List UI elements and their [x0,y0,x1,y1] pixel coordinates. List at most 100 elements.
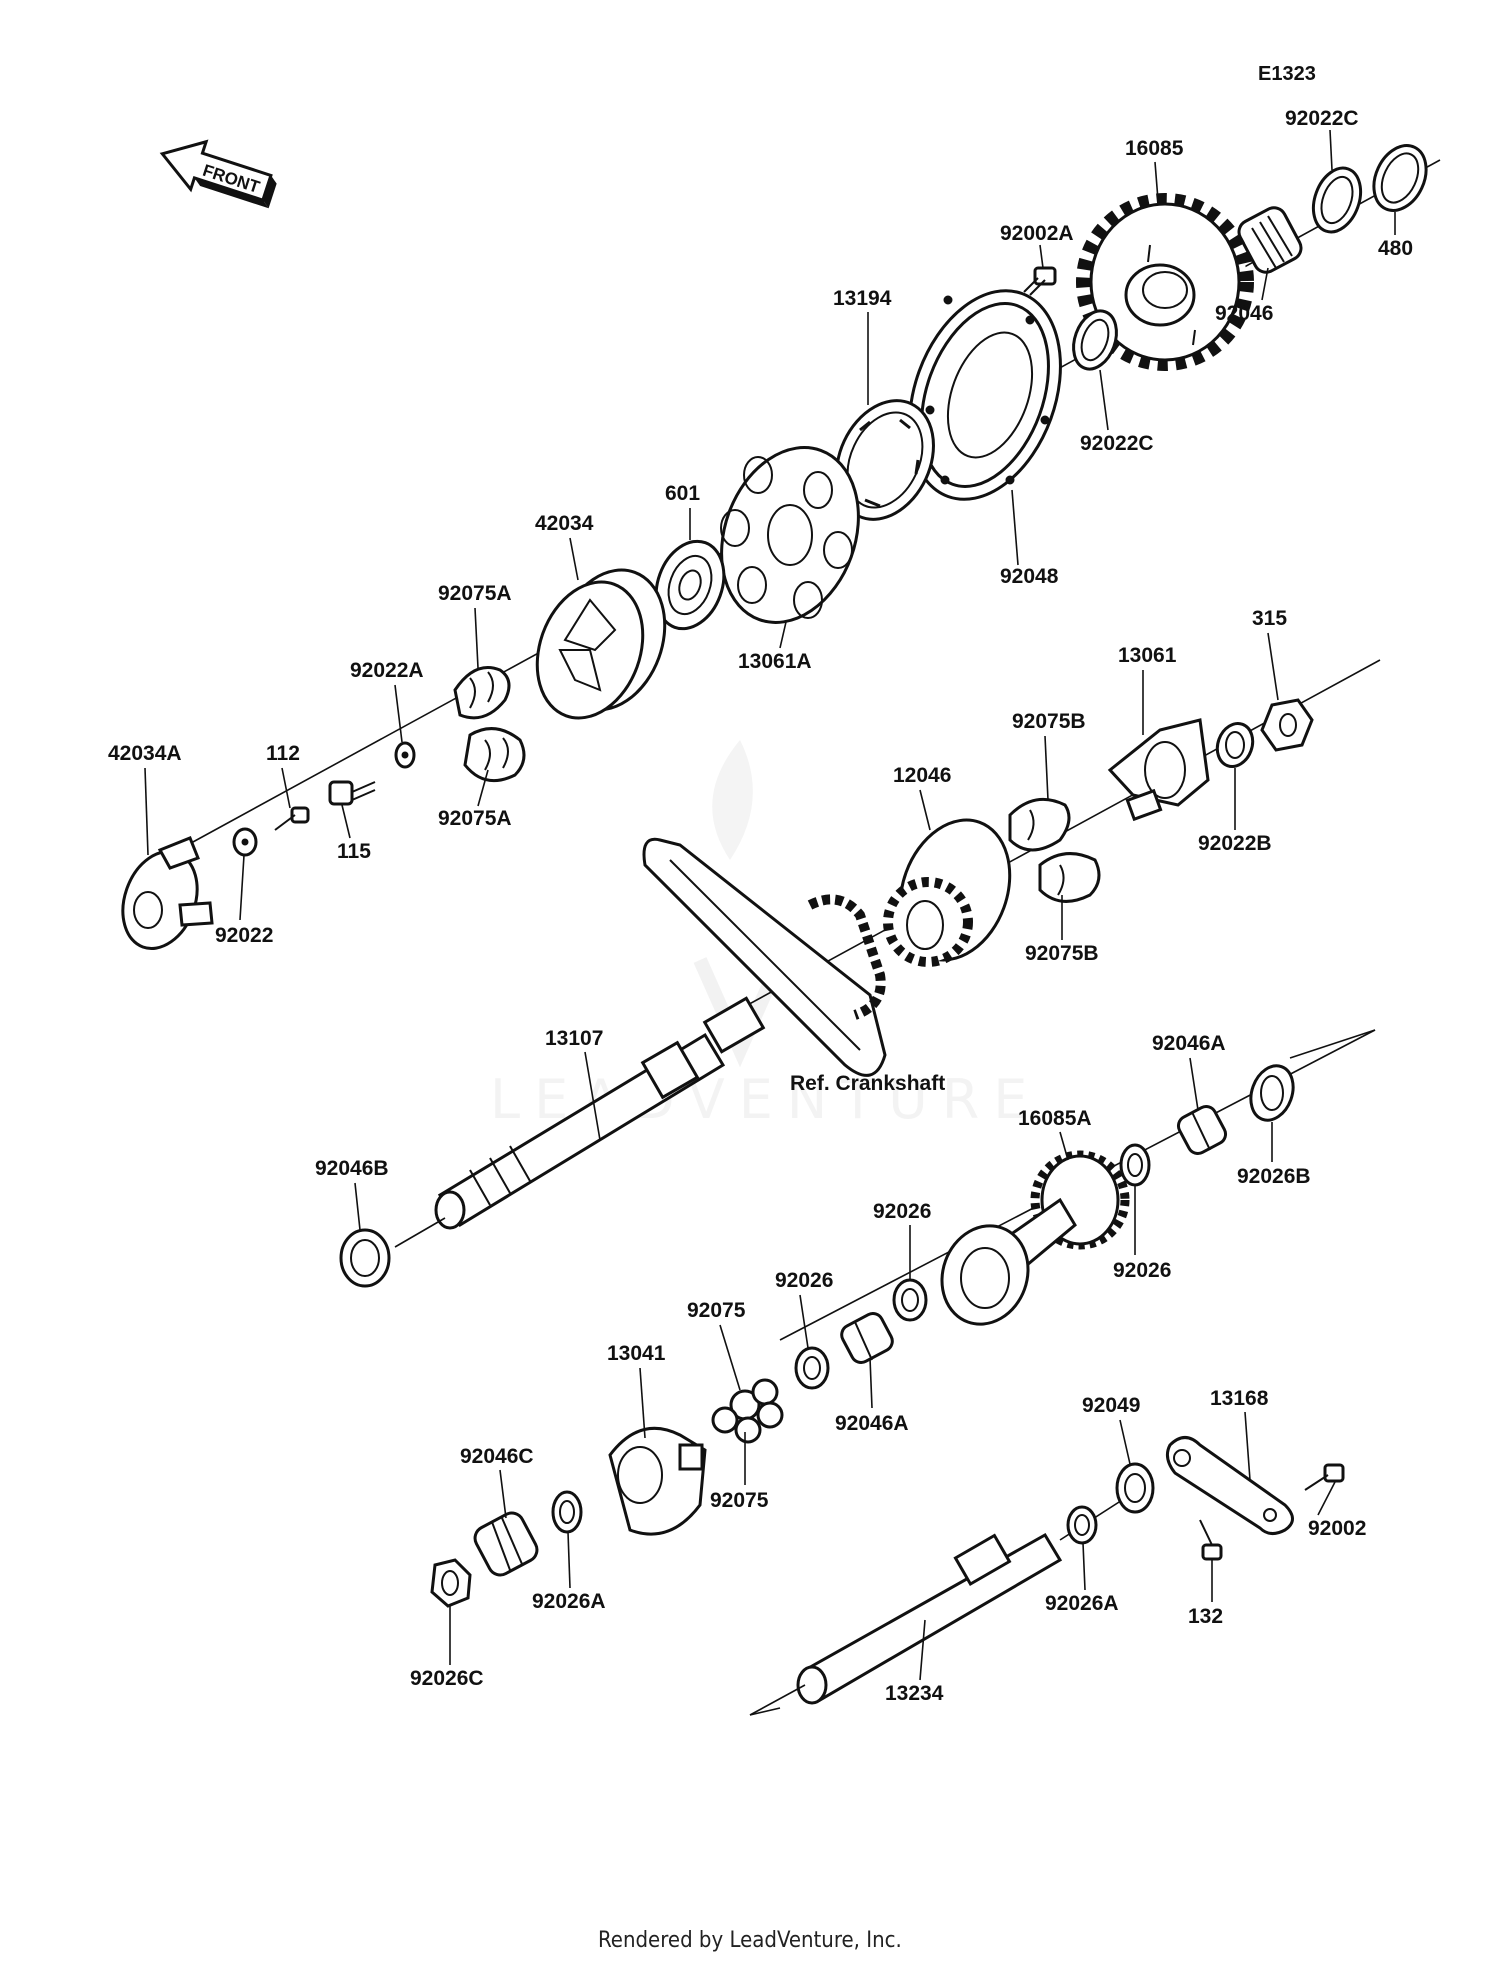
label-13234: 13234 [885,1682,944,1705]
label-115: 115 [337,840,371,863]
label-13061: 13061 [1118,644,1177,667]
washer-92026-left[interactable] [794,1346,830,1390]
sprocket-12046[interactable] [882,805,1029,976]
part-labels: 92022C 16085 92002A 480 92046 13194 9202… [108,107,1413,1705]
bolt-115[interactable] [328,780,376,806]
label-480: 480 [1378,237,1413,260]
footer-credit: Rendered by LeadVenture, Inc. [598,1928,902,1953]
shaft-axis-line [394,1217,446,1248]
label-92046C: 92046C [460,1445,534,1468]
diagram-code: E1323 [1258,63,1316,85]
washer-92026-middle[interactable] [892,1278,928,1322]
label-92026A-left: 92026A [532,1590,606,1613]
label-42034A: 42034A [108,742,182,765]
one-way-clutch-13194[interactable] [818,385,952,535]
hub-13061[interactable] [1107,718,1210,822]
washer-92026A-left[interactable] [551,1490,583,1534]
label-92022A: 92022A [350,659,424,682]
label-112: 112 [266,742,300,765]
needle-bearing-92046A-top[interactable] [1175,1103,1229,1157]
damper-92075B-top[interactable] [1008,797,1071,852]
label-92075B-bottom: 92075B [1025,942,1099,965]
label-92026-c: 92026 [775,1269,833,1292]
label-92026-b: 92026 [1113,1259,1171,1282]
label-92048: 92048 [1000,565,1059,588]
label-92046A-bottom: 92046A [835,1412,909,1435]
label-92022C-top: 92022C [1285,107,1359,130]
washer-92026-right[interactable] [1119,1143,1151,1187]
clutch-housing-92048[interactable] [882,270,1087,521]
sprocket-16085[interactable] [1076,193,1254,371]
washer-92026A-right[interactable] [1066,1505,1098,1545]
label-13194: 13194 [833,287,892,310]
label-92075B-top: 92075B [1012,710,1086,733]
damper-92075A-top[interactable] [453,666,511,720]
label-92049: 92049 [1082,1394,1140,1417]
washer-92022A[interactable] [394,741,416,769]
label-16085: 16085 [1125,137,1184,160]
label-92075A-top: 92075A [438,582,512,605]
label-315: 315 [1252,607,1287,630]
label-92046A-top: 92046A [1152,1032,1226,1055]
shaft-13107[interactable] [434,996,766,1230]
washer-92022B[interactable] [1212,719,1259,772]
damper-92075[interactable] [711,1378,784,1444]
hub-13041[interactable] [608,1426,707,1536]
damper-92075B-bottom[interactable] [1038,852,1101,903]
label-92022C-mid: 92022C [1080,432,1154,455]
flange-42034A[interactable] [110,836,214,959]
label-92002A: 92002A [1000,222,1074,245]
ref-crankshaft-label: Ref. Crankshaft [790,1072,945,1095]
bolt-92002[interactable] [1304,1463,1345,1491]
label-13041: 13041 [607,1342,666,1365]
lower-axis-arrow [1289,1029,1376,1059]
washer-92022C-top[interactable] [1305,161,1369,238]
nut-315[interactable] [1260,698,1314,752]
label-13168: 13168 [1210,1387,1269,1410]
label-92075-top: 92075 [687,1299,746,1322]
label-92046B: 92046B [315,1157,389,1180]
bolt-132[interactable] [1199,1519,1223,1561]
bolt-112[interactable] [274,806,310,831]
label-13107: 13107 [545,1027,603,1050]
damper-92075A-bottom[interactable] [463,727,526,783]
label-92026A-right: 92026A [1045,1592,1119,1615]
shaft-13234-axis [749,1684,806,1716]
lever-13168[interactable] [1165,1436,1294,1535]
label-16085A: 16085A [1018,1107,1092,1130]
drive-chain [642,837,887,1077]
label-132: 132 [1188,1605,1223,1628]
label-42034: 42034 [535,512,594,535]
seal-92026C[interactable] [430,1558,472,1608]
hub-13061A[interactable] [698,428,882,642]
label-92026-a: 92026 [873,1200,931,1223]
needle-bearing-92046C[interactable] [471,1509,541,1579]
label-92022B: 92022B [1198,832,1272,855]
shaft-13234-arrow [749,1707,781,1716]
label-92026B: 92026B [1237,1165,1311,1188]
label-92046: 92046 [1215,302,1273,325]
washer-92022[interactable] [232,827,258,857]
drive-flange-42034[interactable] [519,555,683,733]
seal-92049[interactable] [1115,1462,1155,1514]
label-13061A: 13061A [738,650,812,673]
label-92026C: 92026C [410,1667,484,1690]
seal-92026B[interactable] [1244,1060,1301,1126]
label-92075A-bottom: 92075A [438,807,512,830]
leader-lines [144,129,1396,1681]
needle-bearing-92046A-bottom[interactable] [838,1310,896,1366]
needle-bearing-92046B[interactable] [339,1228,391,1288]
front-arrow-icon: FRONT [159,139,277,209]
circlip-480[interactable] [1364,137,1436,219]
ball-bearing-601[interactable] [645,532,736,638]
shaft-13234[interactable] [796,1532,1063,1705]
gear-16085A[interactable] [928,1150,1130,1336]
label-92075-bottom: 92075 [710,1489,769,1512]
label-12046: 12046 [893,764,951,787]
label-601: 601 [665,482,700,505]
needle-bearing-92046[interactable] [1235,204,1305,277]
label-92022: 92022 [215,924,273,947]
bolt-92002A[interactable] [1023,266,1057,296]
washer-92022C-mid[interactable] [1066,305,1124,375]
